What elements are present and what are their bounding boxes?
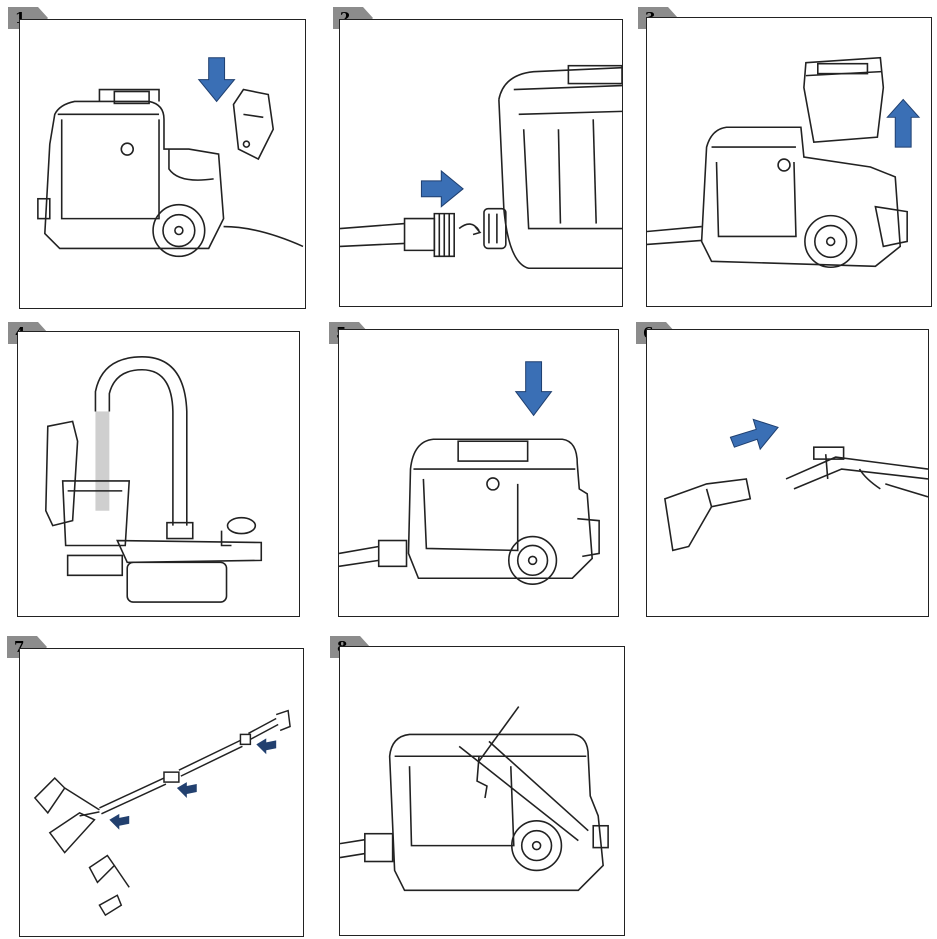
left-arrow-icon [256,738,277,755]
right-arrow-icon [729,418,779,451]
step-1-number: 1 [15,9,26,27]
up-arrow-icon [886,98,921,148]
step-2-panel [339,19,623,307]
step-1-illustration [37,57,304,258]
right-arrow-icon [420,169,464,208]
step-5-illustration [339,361,600,585]
step-2-number: 2 [340,9,351,27]
step-2-illustration [340,64,622,270]
step-4-illustration [45,356,263,603]
left-arrow-icon [176,782,197,798]
step-7-number: 7 [14,638,25,656]
step-7-panel [19,648,304,937]
down-arrow-icon [197,57,236,103]
left-arrow-icon [109,813,130,830]
step-3-panel [646,17,932,307]
step-4-panel [17,331,300,617]
step-1-panel [19,19,306,309]
step-6-illustration [663,418,928,552]
step-8-panel [339,646,625,936]
water-stream [95,411,110,511]
down-arrow-icon [514,361,553,417]
step-6-panel [646,329,929,617]
step-3-illustration [647,56,921,269]
step-8-illustration [340,706,609,892]
step-7-illustration [33,709,291,917]
step-5-panel [338,329,619,617]
